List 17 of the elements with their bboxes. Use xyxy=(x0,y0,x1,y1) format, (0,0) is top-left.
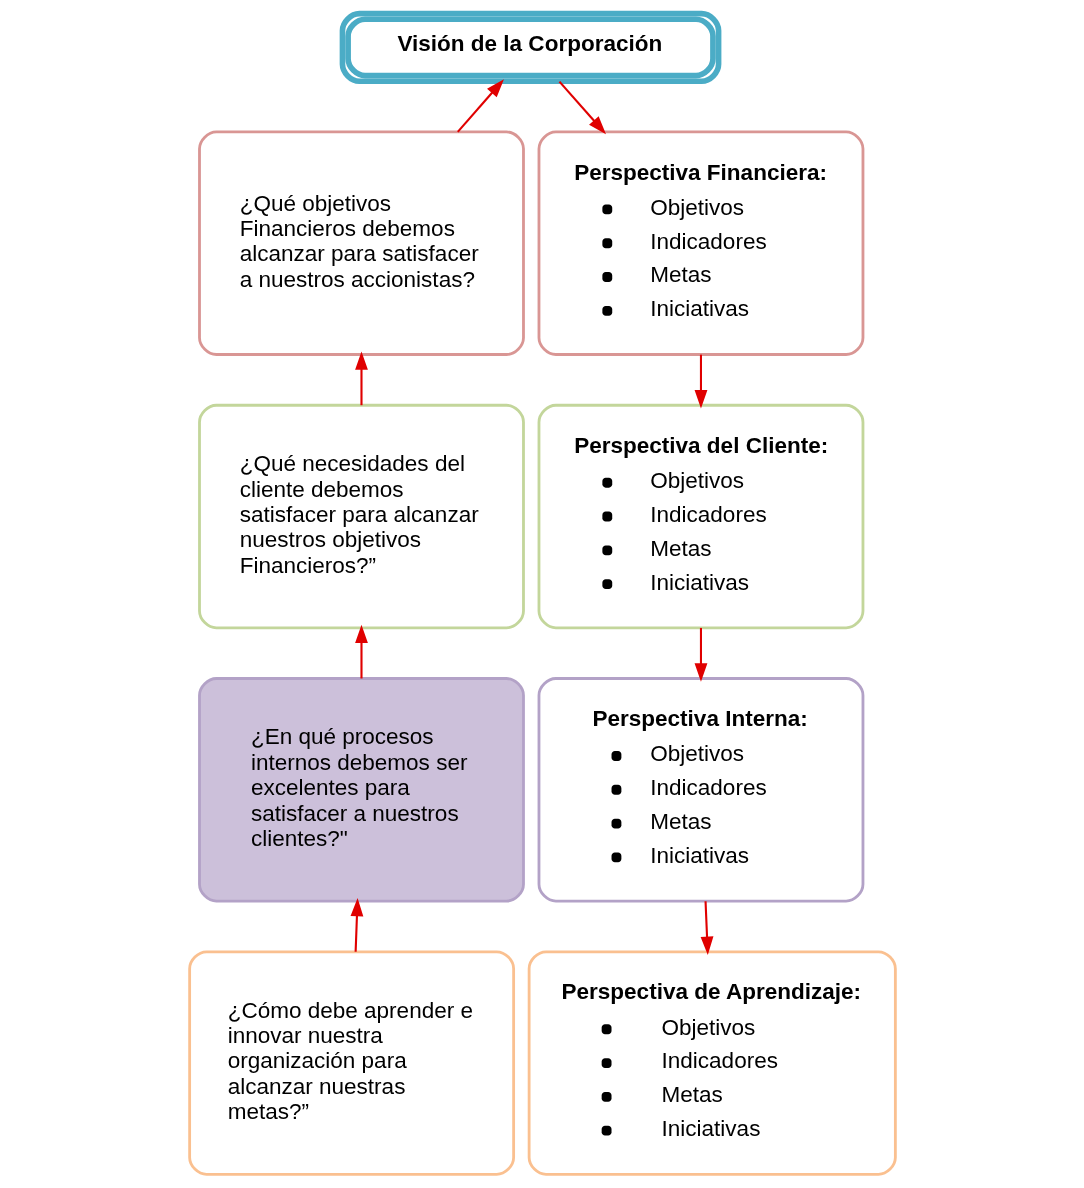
arrow xyxy=(350,898,363,952)
arrow xyxy=(558,80,606,135)
arrow xyxy=(456,79,504,133)
node-box: Visión de la Corporación xyxy=(339,10,721,85)
arrow xyxy=(354,624,368,679)
node-box: ¿Qué objetivos Financieros debemos alcanzar para satisfacer a nuestros accionistas? xyxy=(197,130,525,356)
node-box: Perspectiva del Cliente: Objetivos Indicadores Metas Iniciativas xyxy=(537,403,864,630)
arrow xyxy=(700,901,713,955)
arrow xyxy=(694,627,707,682)
node-box: ¿En qué procesos internos debemos ser excelentes para satisfacer a nuestros clientes?" xyxy=(197,677,525,903)
arrow xyxy=(694,354,707,409)
node-box: Perspectiva Interna: Objetivos Indicadores Metas Iniciativas xyxy=(537,677,864,903)
node-box: ¿Qué necesidades del cliente debemos satisfacer para alcanzar nuestros objetivos Financieros?” xyxy=(197,403,525,630)
node-box: ¿Cómo debe aprender e innovar nuestra organización para alcanzar nuestras metas?” xyxy=(187,950,515,1176)
arrow xyxy=(354,351,368,406)
node-box: Perspectiva de Aprendizaje: Objetivos Indicadores Metas Iniciativas xyxy=(527,950,897,1176)
node-box: Perspectiva Financiera: Objetivos Indicadores Metas Iniciativas xyxy=(537,130,864,356)
